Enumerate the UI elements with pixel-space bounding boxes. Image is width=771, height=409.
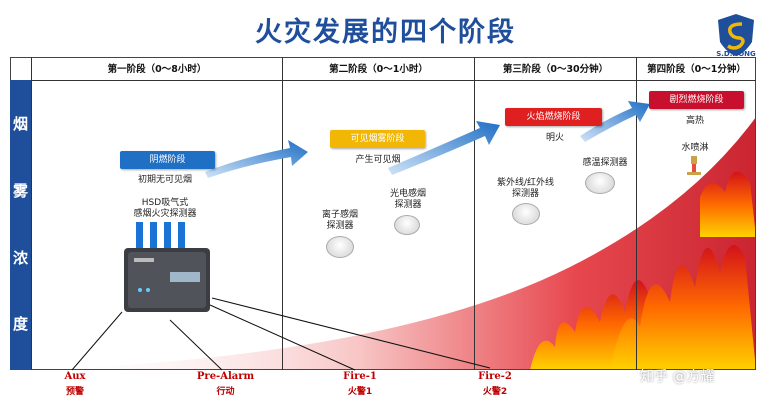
ionization-detector-icon (326, 236, 354, 258)
alarm-prealarm-cn: 行动 (216, 387, 235, 397)
fire-curve-graphic (30, 117, 756, 370)
alarm-prealarm-en: Pre-Alarm (196, 371, 255, 382)
sprinkler-label: 水喷淋 (681, 143, 709, 153)
header-divider (31, 80, 756, 81)
alarm-fire1-en: Fire-1 (343, 371, 377, 382)
uvir-label-line2: 探测器 (511, 189, 539, 199)
stage-3-header: 第三阶段（0～30分钟） (502, 64, 609, 75)
stage-4-badge-label: 剧烈燃烧阶段 (669, 95, 724, 105)
stage-2-desc: 产生可见烟 (355, 155, 401, 165)
alarm-aux-cn: 预警 (65, 387, 84, 397)
photoelectric-detector-icon (394, 215, 420, 235)
column-divider (474, 57, 475, 370)
stage-2-badge-label: 可见烟雾阶段 (350, 134, 405, 144)
sprinkler-icon (687, 156, 701, 175)
column-divider (31, 57, 32, 370)
uv-ir-detector-icon (512, 203, 540, 225)
hsd-aspirating-detector-icon (124, 222, 210, 312)
alarm-fire1-cn: 火警1 (347, 387, 373, 397)
company-logo-icon (718, 14, 754, 56)
stage-3-badge: 火焰燃烧阶段 (505, 108, 602, 126)
stage-1-badge: 阴燃阶段 (120, 151, 215, 169)
column-divider (636, 57, 637, 370)
photo-label-line1: 光电感烟 (389, 189, 426, 199)
stage-4-desc: 高热 (685, 116, 704, 126)
smoke-density-axis (10, 80, 31, 370)
alarm-fire2-en: Fire-2 (478, 371, 512, 382)
logo-text: S.D.HONG (716, 50, 756, 58)
stage-3-badge-label: 火焰燃烧阶段 (526, 112, 581, 122)
hsd-label-line2: 感烟火灾探测器 (133, 209, 197, 219)
axis-char: 浓 (12, 249, 28, 267)
alarm-fire2-cn: 火警2 (482, 387, 508, 397)
page-title: 火灾发展的四个阶段 (255, 17, 516, 48)
stage-4-header: 第四阶段（0～1分钟） (647, 64, 746, 75)
axis-char: 雾 (12, 182, 28, 200)
stage-1-badge-label: 阴燃阶段 (149, 155, 186, 165)
ion-label-line2: 探测器 (326, 221, 354, 231)
stage-1-header: 第一阶段（0～8小时） (107, 64, 207, 75)
stage-2-badge: 可见烟雾阶段 (330, 130, 425, 148)
stage-4-badge: 剧烈燃烧阶段 (649, 91, 744, 109)
ion-label-line1: 离子感烟 (321, 210, 358, 220)
axis-char: 烟 (12, 115, 28, 133)
alarm-aux-en: Aux (64, 371, 86, 382)
uvir-label-line1: 紫外线/红外线 (496, 178, 555, 188)
heat-detector-label: 感温探测器 (582, 158, 628, 168)
heat-detector-icon (585, 172, 615, 194)
hsd-label-line1: HSD吸气式 (141, 198, 189, 208)
stage-1-desc: 初期无可见烟 (137, 175, 192, 185)
watermark: 知乎 @方耀 (640, 369, 715, 385)
photo-label-line2: 探测器 (394, 200, 422, 210)
stage-2-header: 第二阶段（0～1小时） (329, 64, 428, 75)
column-divider (282, 57, 283, 370)
stage-3-desc: 明火 (545, 133, 564, 143)
axis-char: 度 (12, 315, 28, 333)
